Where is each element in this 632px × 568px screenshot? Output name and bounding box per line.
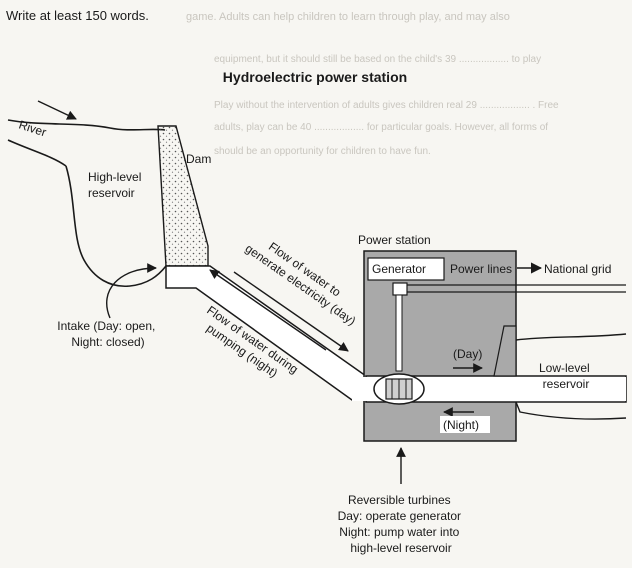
- turbines-line-4: high-level reservoir: [350, 541, 451, 555]
- river-bank-top: [7, 119, 166, 131]
- flow-day-arrow: [233, 271, 349, 352]
- high-reservoir-label: High-level reservoir: [88, 170, 145, 200]
- turbines-line-3: Night: pump water into: [339, 525, 459, 539]
- turbines-line-2: Day: operate generator: [338, 509, 461, 523]
- intake-line-1: Intake (Day: open,: [57, 319, 155, 333]
- valley-slope: [65, 165, 167, 287]
- bleed-line-3: Play without the intervention of adults …: [214, 100, 559, 111]
- river: [7, 119, 166, 167]
- night-label-box: [440, 416, 490, 433]
- low-dam: [493, 325, 517, 377]
- pipe-join: [352, 377, 368, 401]
- dam: [157, 125, 209, 267]
- river-flow-arrow: [37, 100, 77, 120]
- generator-label: Generator: [372, 262, 426, 276]
- bleed-through-text: game. Adults can help children to learn …: [186, 11, 559, 157]
- low-reservoir-bank: [515, 333, 627, 341]
- low-reservoir-line-1: Low-level: [539, 361, 590, 375]
- power-lines-label: Power lines: [450, 262, 512, 276]
- night-label: (Night): [443, 418, 479, 432]
- dam-label: Dam: [186, 152, 211, 166]
- river-bank-bottom: [7, 139, 67, 167]
- bleed-line-1: game. Adults can help children to learn …: [186, 11, 510, 23]
- low-reservoir-label: Low-level reservoir: [539, 361, 593, 391]
- diagram-title: Hydroelectric power station: [223, 69, 407, 85]
- intake-line-2: Night: closed): [71, 335, 144, 349]
- high-reservoir-line-2: reservoir: [88, 186, 135, 200]
- reversible-turbine: [373, 373, 425, 405]
- high-reservoir-line-1: High-level: [88, 170, 141, 184]
- low-reservoir-bed: [515, 401, 627, 420]
- power-station-building: [363, 250, 517, 442]
- power-station-label: Power station: [358, 233, 431, 247]
- intake-label: Intake (Day: open, Night: closed): [57, 319, 158, 349]
- turbines-label: Reversible turbines Day: operate generat…: [338, 493, 465, 555]
- flow-night-arrow: [209, 269, 327, 351]
- low-reservoir-water: [517, 377, 626, 401]
- power-line-connector: [392, 282, 408, 296]
- intake-arrow: [106, 263, 157, 319]
- national-grid-label: National grid: [544, 262, 611, 276]
- turbine-shaft: [395, 294, 403, 372]
- bleed-line-2: equipment, but it should still be based …: [214, 54, 541, 65]
- instruction-text: Write at least 150 words.: [6, 8, 149, 23]
- turbines-line-1: Reversible turbines: [348, 493, 451, 507]
- low-reservoir-line-2: reservoir: [543, 377, 590, 391]
- river-label: River: [17, 118, 48, 140]
- bleed-line-5: should be an opportunity for children to…: [214, 146, 431, 157]
- day-label: (Day): [453, 347, 482, 361]
- generator-box: [367, 257, 445, 281]
- bleed-line-4: adults, play can be 40 .................…: [214, 122, 548, 133]
